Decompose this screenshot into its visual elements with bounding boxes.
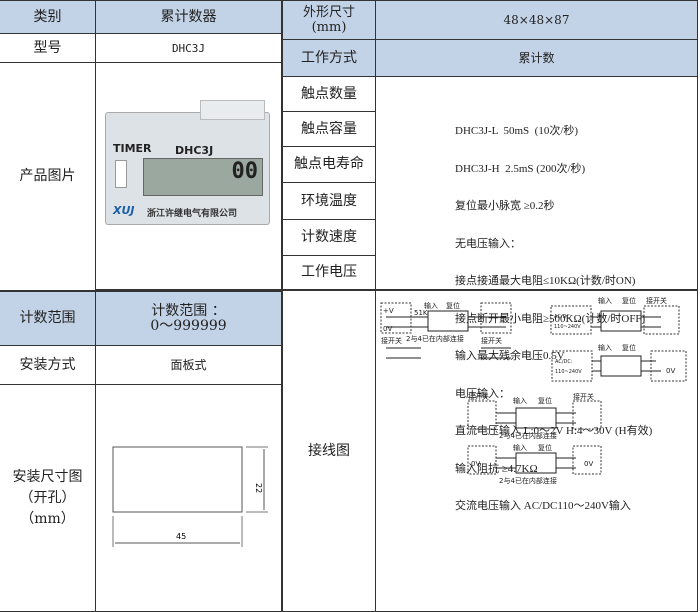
wiring-label: 接线图: [282, 291, 376, 612]
wiring-switch: 接开关: [381, 336, 402, 345]
device-display: 00: [143, 158, 263, 196]
cutout-label: 安装尺寸图 （开孔） （mm）: [0, 385, 96, 612]
spec-line: 输入最大残余电压0.5V: [455, 350, 565, 362]
wiring-reset: 复位: [446, 301, 460, 310]
wiring-zv: 0V: [383, 325, 392, 333]
mount-value: 面板式: [96, 346, 282, 385]
wiring-switch: 接开关: [468, 392, 489, 401]
mode-value: 累计数: [376, 40, 698, 77]
wiring-switch: 接开关: [481, 336, 502, 345]
reset-button: [115, 160, 127, 188]
model-label: 型号: [0, 34, 96, 63]
cutout-width: 45: [176, 532, 186, 541]
size-label: 外形尺寸 (mm): [282, 0, 376, 40]
spec-line: 接点接通最大电阻≤10KΩ(计数/时ON): [455, 275, 636, 287]
spec-row-label: 环境温度: [282, 183, 376, 220]
mode-label: 工作方式: [282, 40, 376, 77]
device-brand: TIMER: [113, 142, 152, 155]
device-model: DHC3J: [175, 144, 214, 157]
cutout-label-line1: 安装尺寸图: [12, 468, 83, 485]
spec-line: 无电压输入：: [455, 237, 521, 250]
spec-row-label: 触点数量: [282, 77, 376, 112]
cutout-height: 22: [254, 483, 263, 493]
wiring-note: 2与4已在内部连接: [406, 334, 464, 343]
wiring-note: 2与4已在内部连接: [499, 431, 557, 440]
wiring-r: 51K: [414, 309, 428, 317]
spec-details-cell: [376, 77, 698, 291]
range-value: 计数范围 ： 0～999999: [96, 291, 282, 346]
spec-line: 交流电压输入 AC/DC110～240V输入: [455, 500, 631, 512]
wiring-note: 2与4已在内部连接: [499, 476, 557, 485]
spec-line: 复位最小脉宽 ≥0.2秒: [455, 200, 555, 212]
wiring-acv: 110~240V: [555, 369, 582, 375]
spec-line: DHC3J-L 50mS (10次/秒): [455, 125, 579, 137]
size-label-line2: (mm): [311, 20, 347, 35]
wiring-reset: 复位: [538, 443, 552, 452]
mount-label: 安装方式: [0, 346, 96, 385]
wiring-ac: AC/DC:: [555, 359, 573, 365]
wiring-switch: 接开关: [646, 296, 667, 305]
wiring-reset: 复位: [622, 343, 636, 352]
product-photo: TIMER DHC3J 00 XUJ 浙江许继电气有限公司: [105, 100, 270, 225]
wiring-switch: 接开关: [573, 392, 594, 401]
spec-row-label: 触点容量: [282, 112, 376, 147]
spec-line: DHC3J-H 2.5mS (200次/秒): [455, 162, 586, 175]
model-value: DHC3J: [96, 34, 282, 63]
spec-line: 接点断开最小电阻≥500KΩ(计数/时OFF): [455, 312, 646, 325]
cutout-drawing: 45 22: [112, 446, 268, 547]
wiring-zv: 0V: [666, 367, 675, 375]
wiring-zv: 0V: [584, 460, 593, 468]
wiring-acv: 110~240V: [554, 324, 581, 330]
device-company: 浙江许继电气有限公司: [147, 209, 238, 219]
wiring-input: 输入: [598, 296, 612, 305]
wiring-input: 输入: [513, 443, 527, 452]
wiring-diagram: 输入 复位 2与4已在内部连接 +V 0V 51K 接开关 接开关 输入 复位 …: [380, 296, 687, 485]
wiring-zv: 0V: [471, 460, 480, 468]
spec-line: 电压输入：: [455, 387, 510, 400]
spec-line: 输入阻抗 ≥4.7KΩ: [455, 462, 538, 475]
spec-row-label: 工作电压: [282, 256, 376, 291]
product-photo-cell: [96, 63, 282, 291]
wiring-pv: +V: [383, 307, 394, 315]
range-value-line1: 计数范围 ：: [151, 302, 226, 319]
wiring-ac: AC/DC:: [554, 314, 572, 320]
category-value: 累计数器: [96, 0, 282, 34]
cutout-label-line2: （开孔）: [19, 489, 76, 506]
cutout-label-line3: （mm）: [20, 510, 75, 527]
size-label-line1: 外形尺寸: [302, 5, 355, 20]
photo-label: 产品图片: [0, 63, 96, 291]
wiring-input: 输入: [424, 301, 438, 310]
wiring-reset: 复位: [622, 296, 636, 305]
spec-row-label: 计数速度: [282, 220, 376, 256]
device-logo: XUJ: [113, 204, 135, 217]
spec-row-label: 触点电寿命: [282, 147, 376, 183]
spec-details: DHC3J-L 50mS (10次/秒) DHC3J-H 2.5mS (200次…: [455, 100, 652, 525]
wiring-input: 输入: [598, 343, 612, 352]
range-label: 计数范围: [0, 291, 96, 346]
cutout-drawing-cell: 45 22: [96, 385, 282, 612]
wiring-reset: 复位: [538, 396, 552, 405]
range-value-line2: 0～999999: [150, 317, 227, 334]
category-label: 类别: [0, 0, 96, 34]
size-value: 48×48×87: [376, 0, 698, 40]
wiring-input: 输入: [513, 396, 527, 405]
wiring-diagram-cell: 输入 复位 2与4已在内部连接 +V 0V 51K 接开关 接开关 输入 复位 …: [376, 291, 698, 612]
